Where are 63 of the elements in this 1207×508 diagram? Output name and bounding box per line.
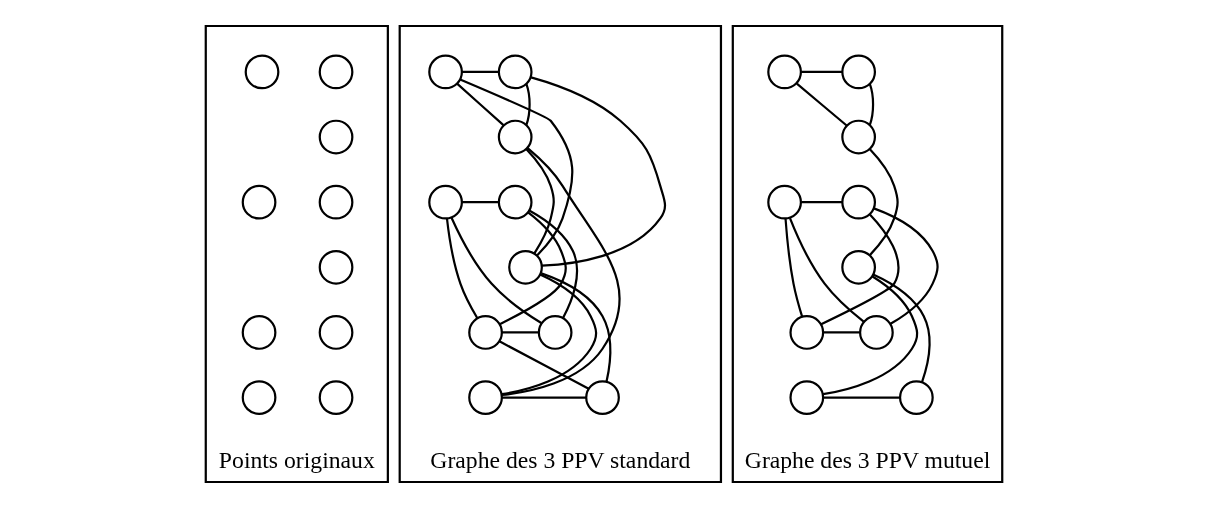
connector	[501, 147, 621, 397]
node-circle	[467, 315, 503, 350]
node-circle	[241, 184, 276, 220]
connector	[795, 82, 847, 127]
node-circle	[318, 54, 353, 90]
connector	[455, 82, 504, 126]
connector	[823, 396, 900, 399]
connector	[800, 70, 842, 73]
connector	[461, 201, 498, 204]
node-circle	[241, 315, 276, 350]
connector	[822, 331, 860, 334]
connector	[868, 148, 899, 257]
cluster: Points originaux	[204, 24, 389, 484]
node-circle	[318, 249, 353, 285]
cluster: Graphe des 3 PPV mutuel	[731, 24, 1003, 484]
connector	[540, 272, 611, 382]
connector	[783, 218, 803, 317]
node-circle	[840, 119, 876, 155]
node-circle	[788, 380, 824, 415]
connector	[524, 83, 531, 126]
connector	[822, 275, 918, 396]
node-circle	[766, 184, 802, 220]
connector	[788, 217, 864, 323]
connector	[800, 201, 842, 204]
connector	[530, 76, 666, 267]
node-circle	[497, 119, 533, 155]
cluster: Graphe des 3 PPV standard	[398, 24, 722, 484]
connector	[498, 340, 589, 390]
connector	[501, 396, 586, 399]
connector	[461, 70, 498, 73]
node-circle	[497, 184, 533, 220]
node-circle	[898, 380, 934, 415]
connector	[498, 211, 567, 326]
node-circle	[318, 315, 353, 350]
node-circle	[840, 184, 876, 220]
node-circle	[244, 54, 279, 90]
node-circle	[241, 380, 276, 415]
node-circle	[507, 249, 543, 285]
node-circle	[584, 380, 620, 415]
connector	[459, 78, 573, 257]
connector	[868, 83, 874, 126]
node-circle	[318, 380, 353, 415]
node-circle	[858, 315, 894, 350]
connector	[501, 273, 597, 396]
node-circle	[840, 249, 876, 285]
node-circle	[497, 54, 533, 90]
connector	[820, 213, 899, 326]
connector	[872, 207, 939, 325]
connector	[528, 209, 578, 319]
connector	[524, 148, 555, 254]
node-circle	[427, 184, 463, 220]
node-circle	[840, 54, 876, 90]
node-circle	[467, 380, 503, 415]
connector	[445, 218, 478, 319]
node-circle	[427, 54, 463, 90]
connector	[450, 217, 542, 325]
connector	[872, 273, 930, 383]
node-circle	[318, 119, 353, 155]
connector	[501, 331, 538, 334]
node-circle	[537, 315, 573, 350]
node-circle	[766, 54, 802, 90]
node-circle	[318, 184, 353, 220]
node-circle	[788, 315, 824, 350]
